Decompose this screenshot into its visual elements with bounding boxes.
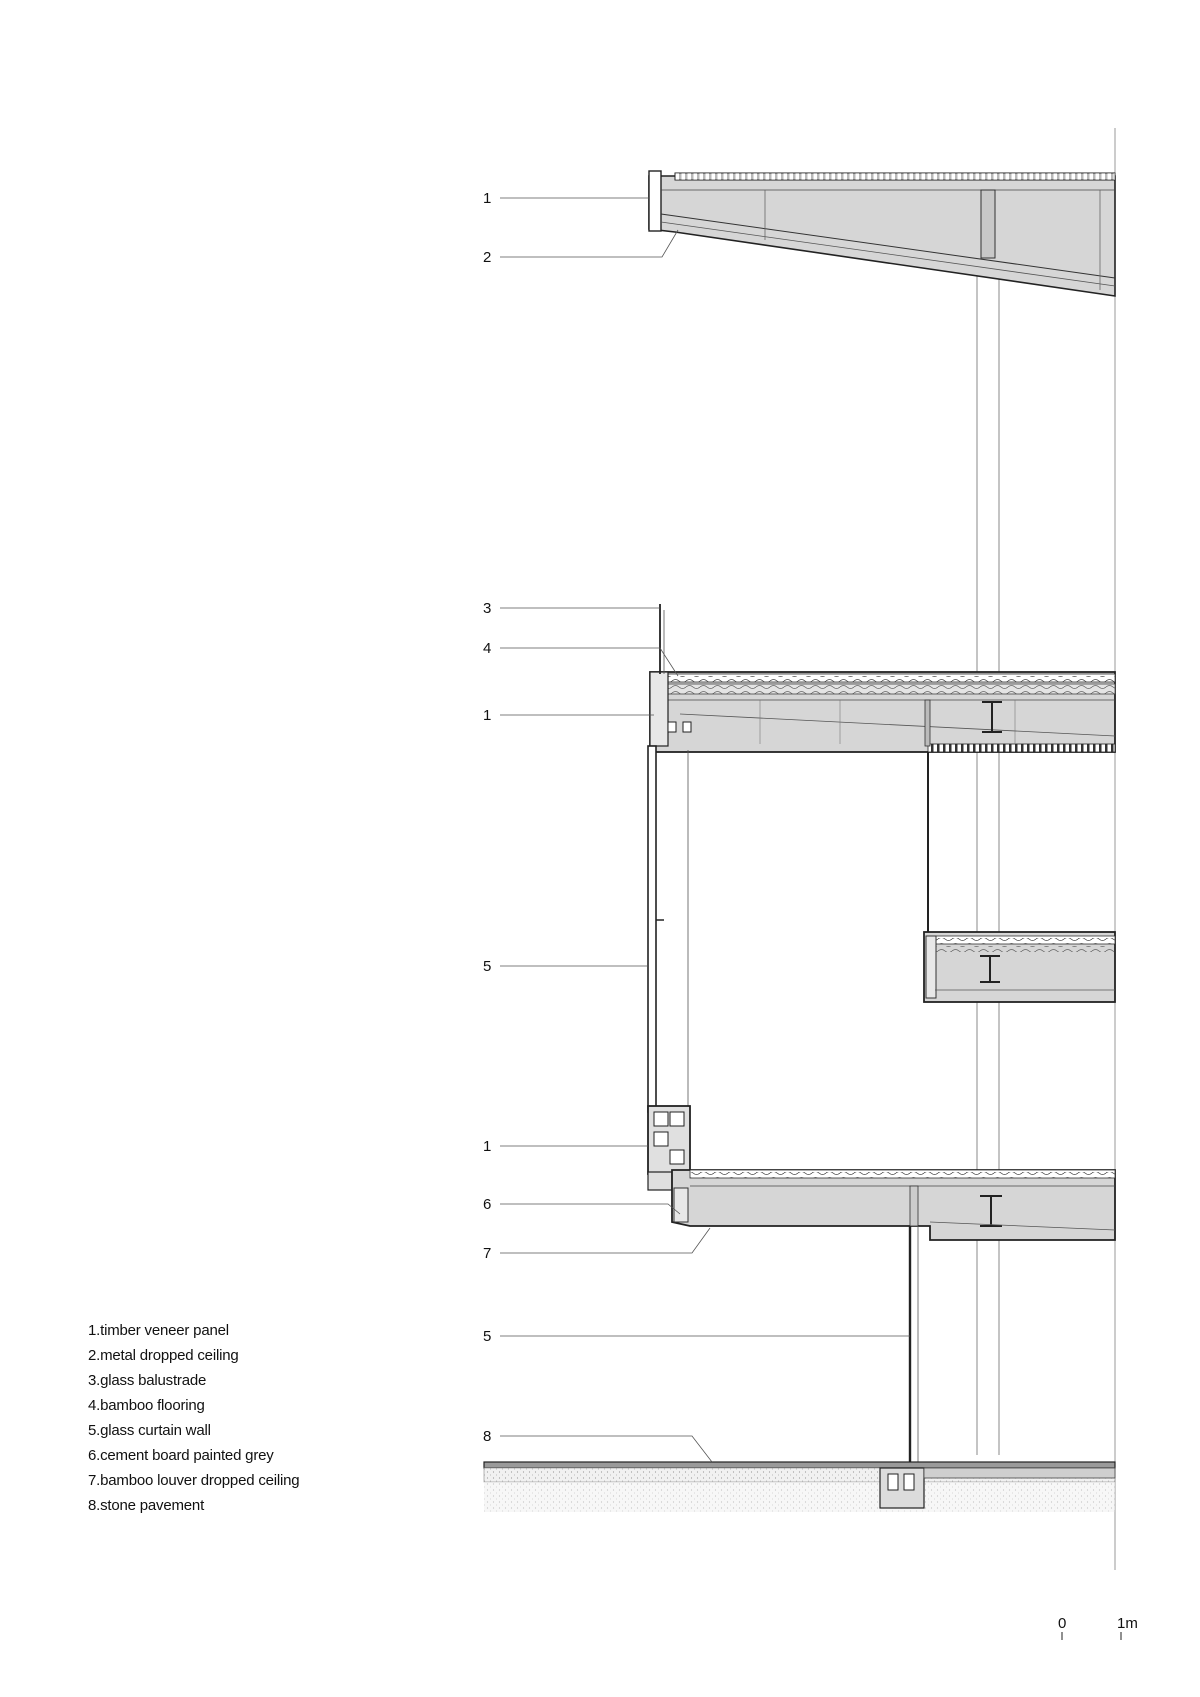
callout-4: 4 (483, 640, 491, 657)
callout-5-upper: 5 (483, 958, 491, 975)
first-floor-slab (649, 671, 1116, 753)
callout-3: 3 (483, 600, 491, 617)
legend-item: 8.stone pavement (88, 1497, 205, 1514)
callout-1-roof: 1 (483, 190, 491, 207)
legend-item: 5.glass curtain wall (88, 1422, 211, 1439)
lower-curtain-wall (908, 1226, 919, 1468)
glass-balustrade (659, 604, 665, 674)
legend-item: 2.metal dropped ceiling (88, 1347, 239, 1364)
callout-5-lower: 5 (483, 1328, 491, 1345)
column-lines (976, 270, 1000, 1455)
callout-1-floor: 1 (483, 707, 491, 724)
scale-one: 1m (1117, 1615, 1138, 1632)
scale-bar: 0 1m (1058, 1615, 1138, 1640)
legend: 1.timber veneer panel 2.metal dropped ce… (88, 1318, 300, 1518)
legend-item: 4.bamboo flooring (88, 1397, 205, 1414)
mezzanine-slab (923, 752, 1116, 1003)
callout-7: 7 (483, 1245, 491, 1262)
legend-item: 7.bamboo louver dropped ceiling (88, 1472, 300, 1489)
leader-lines (500, 197, 910, 1463)
scale-zero: 0 (1058, 1615, 1066, 1632)
upper-curtain-wall (647, 745, 689, 1113)
legend-item: 3.glass balustrade (88, 1372, 207, 1389)
legend-item: 6.cement board painted grey (88, 1447, 274, 1464)
legend-item: 1.timber veneer panel (88, 1322, 229, 1339)
callout-1-ground: 1 (483, 1138, 491, 1155)
ground-pavement (483, 1461, 1116, 1512)
roof-slab (648, 170, 1116, 297)
callout-8: 8 (483, 1428, 491, 1445)
ground-floor-slab (647, 1105, 1116, 1241)
callouts: 1 2 3 4 1 5 1 6 7 5 8 (483, 190, 491, 1445)
callout-2: 2 (483, 249, 491, 266)
callout-6: 6 (483, 1196, 491, 1213)
